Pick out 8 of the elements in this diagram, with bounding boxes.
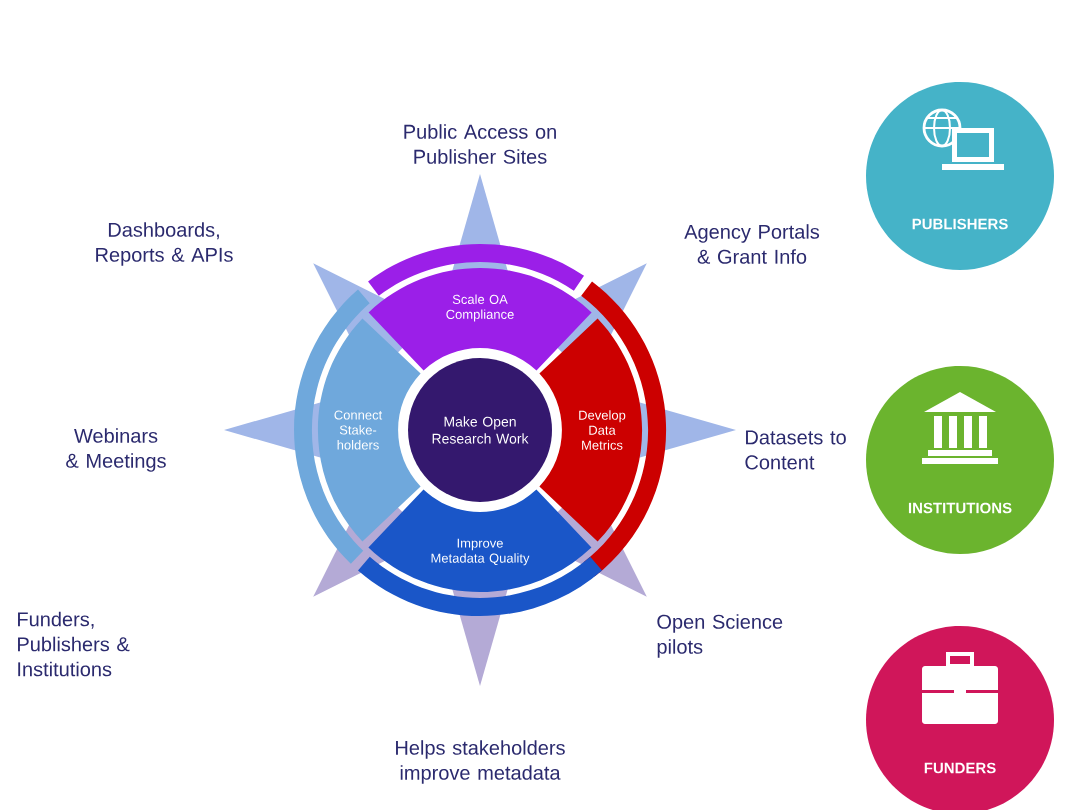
outer-label: Dashboards, Reports & APIs [96,222,233,266]
outer-label: Public Access on Publisher Sites [404,124,556,164]
outer-label: Open Science pilots [657,614,783,658]
outer-label: Helps stakeholders improve metadata [396,740,565,784]
outer-label: Agency Portals & Grant Info [684,224,820,264]
outer-label: Funders, Publishers & Institutions [18,611,130,677]
outer-label: Webinars & Meetings [66,428,166,472]
outer-label: Datasets to Content [745,430,846,470]
